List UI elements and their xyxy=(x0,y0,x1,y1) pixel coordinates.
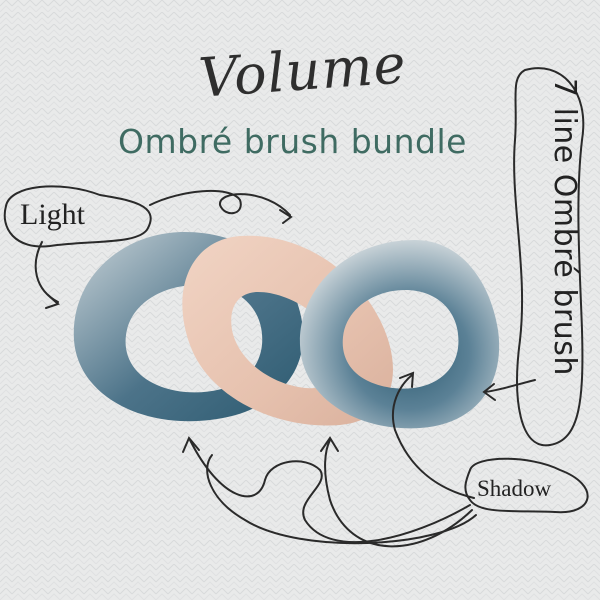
label-shadow: Shadow xyxy=(477,476,552,501)
arrow-vertical-to-ring xyxy=(484,379,536,393)
subtitle: Ombré brush bundle xyxy=(118,122,467,161)
arrow-shadow-2 xyxy=(324,439,473,548)
annotation-arrows xyxy=(3,67,589,548)
arrow-shadow-4 xyxy=(206,454,477,545)
vertical-label-outline xyxy=(513,67,585,447)
label-light: Light xyxy=(20,198,85,231)
right-blue-ring xyxy=(299,240,500,429)
label-vertical: 7 line Ombré brush xyxy=(547,78,582,376)
light-bubble-outline xyxy=(3,185,152,248)
arrow-light-top xyxy=(149,190,291,216)
rings-illustration xyxy=(73,232,500,429)
arrow-shadow-1 xyxy=(189,439,471,544)
arrow-shadow-3 xyxy=(391,374,475,499)
